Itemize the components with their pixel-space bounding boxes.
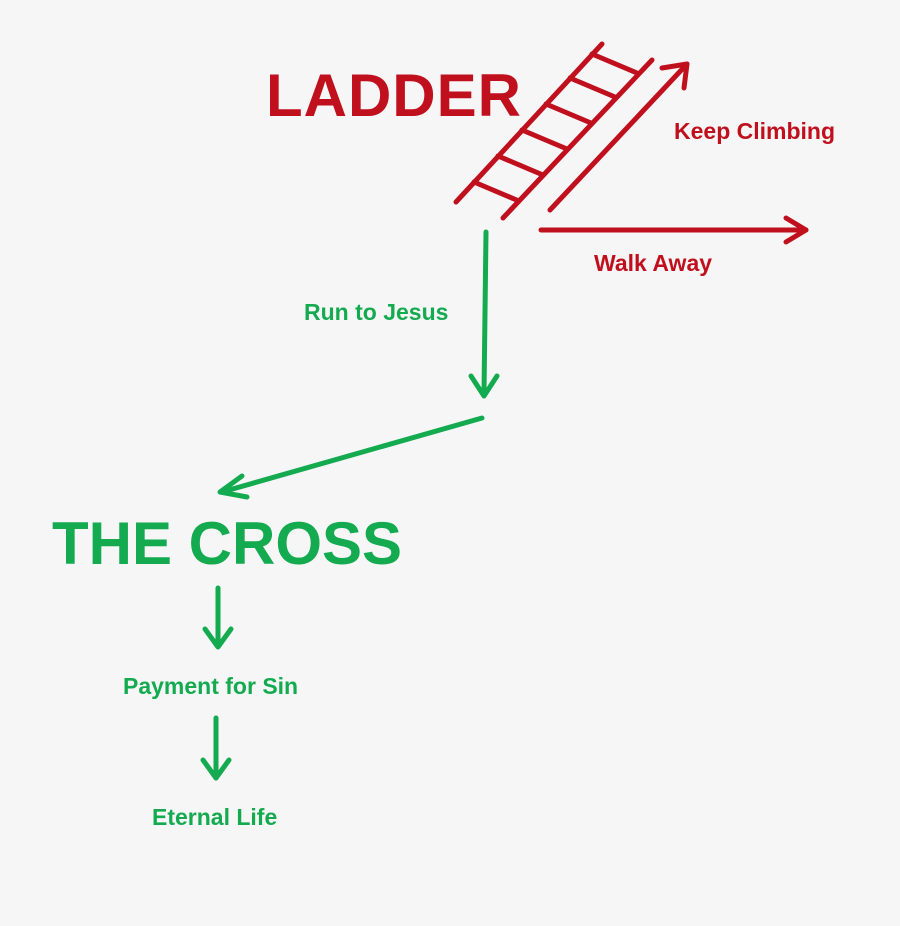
ladder-rail-right [500,57,655,221]
to-cross-arrow [217,415,485,500]
ladder-title: LADDER [266,62,522,129]
run-to-jesus-label: Run to Jesus [304,299,449,325]
cross-title: THE CROSS [52,510,403,577]
run-to-jesus-arrow [468,229,500,399]
ladder-rung [495,153,546,178]
payment-to-life-arrow [200,715,232,781]
payment-for-sin-label: Payment for Sin [123,673,299,699]
ladder-rung [589,51,640,76]
eternal-life-label: Eternal Life [152,804,278,830]
keep-climbing-arrow [547,61,690,213]
walk-away-label: Walk Away [594,250,713,276]
ladder-rung [567,75,618,100]
ladder-rung [471,179,522,204]
ladder-rung [543,101,594,126]
keep-climbing-label: Keep Climbing [674,118,836,144]
walk-away-arrow [538,215,809,245]
ladder-rung [519,127,570,152]
ladder-rail-left [453,41,605,205]
cross-to-payment-arrow [202,585,234,650]
